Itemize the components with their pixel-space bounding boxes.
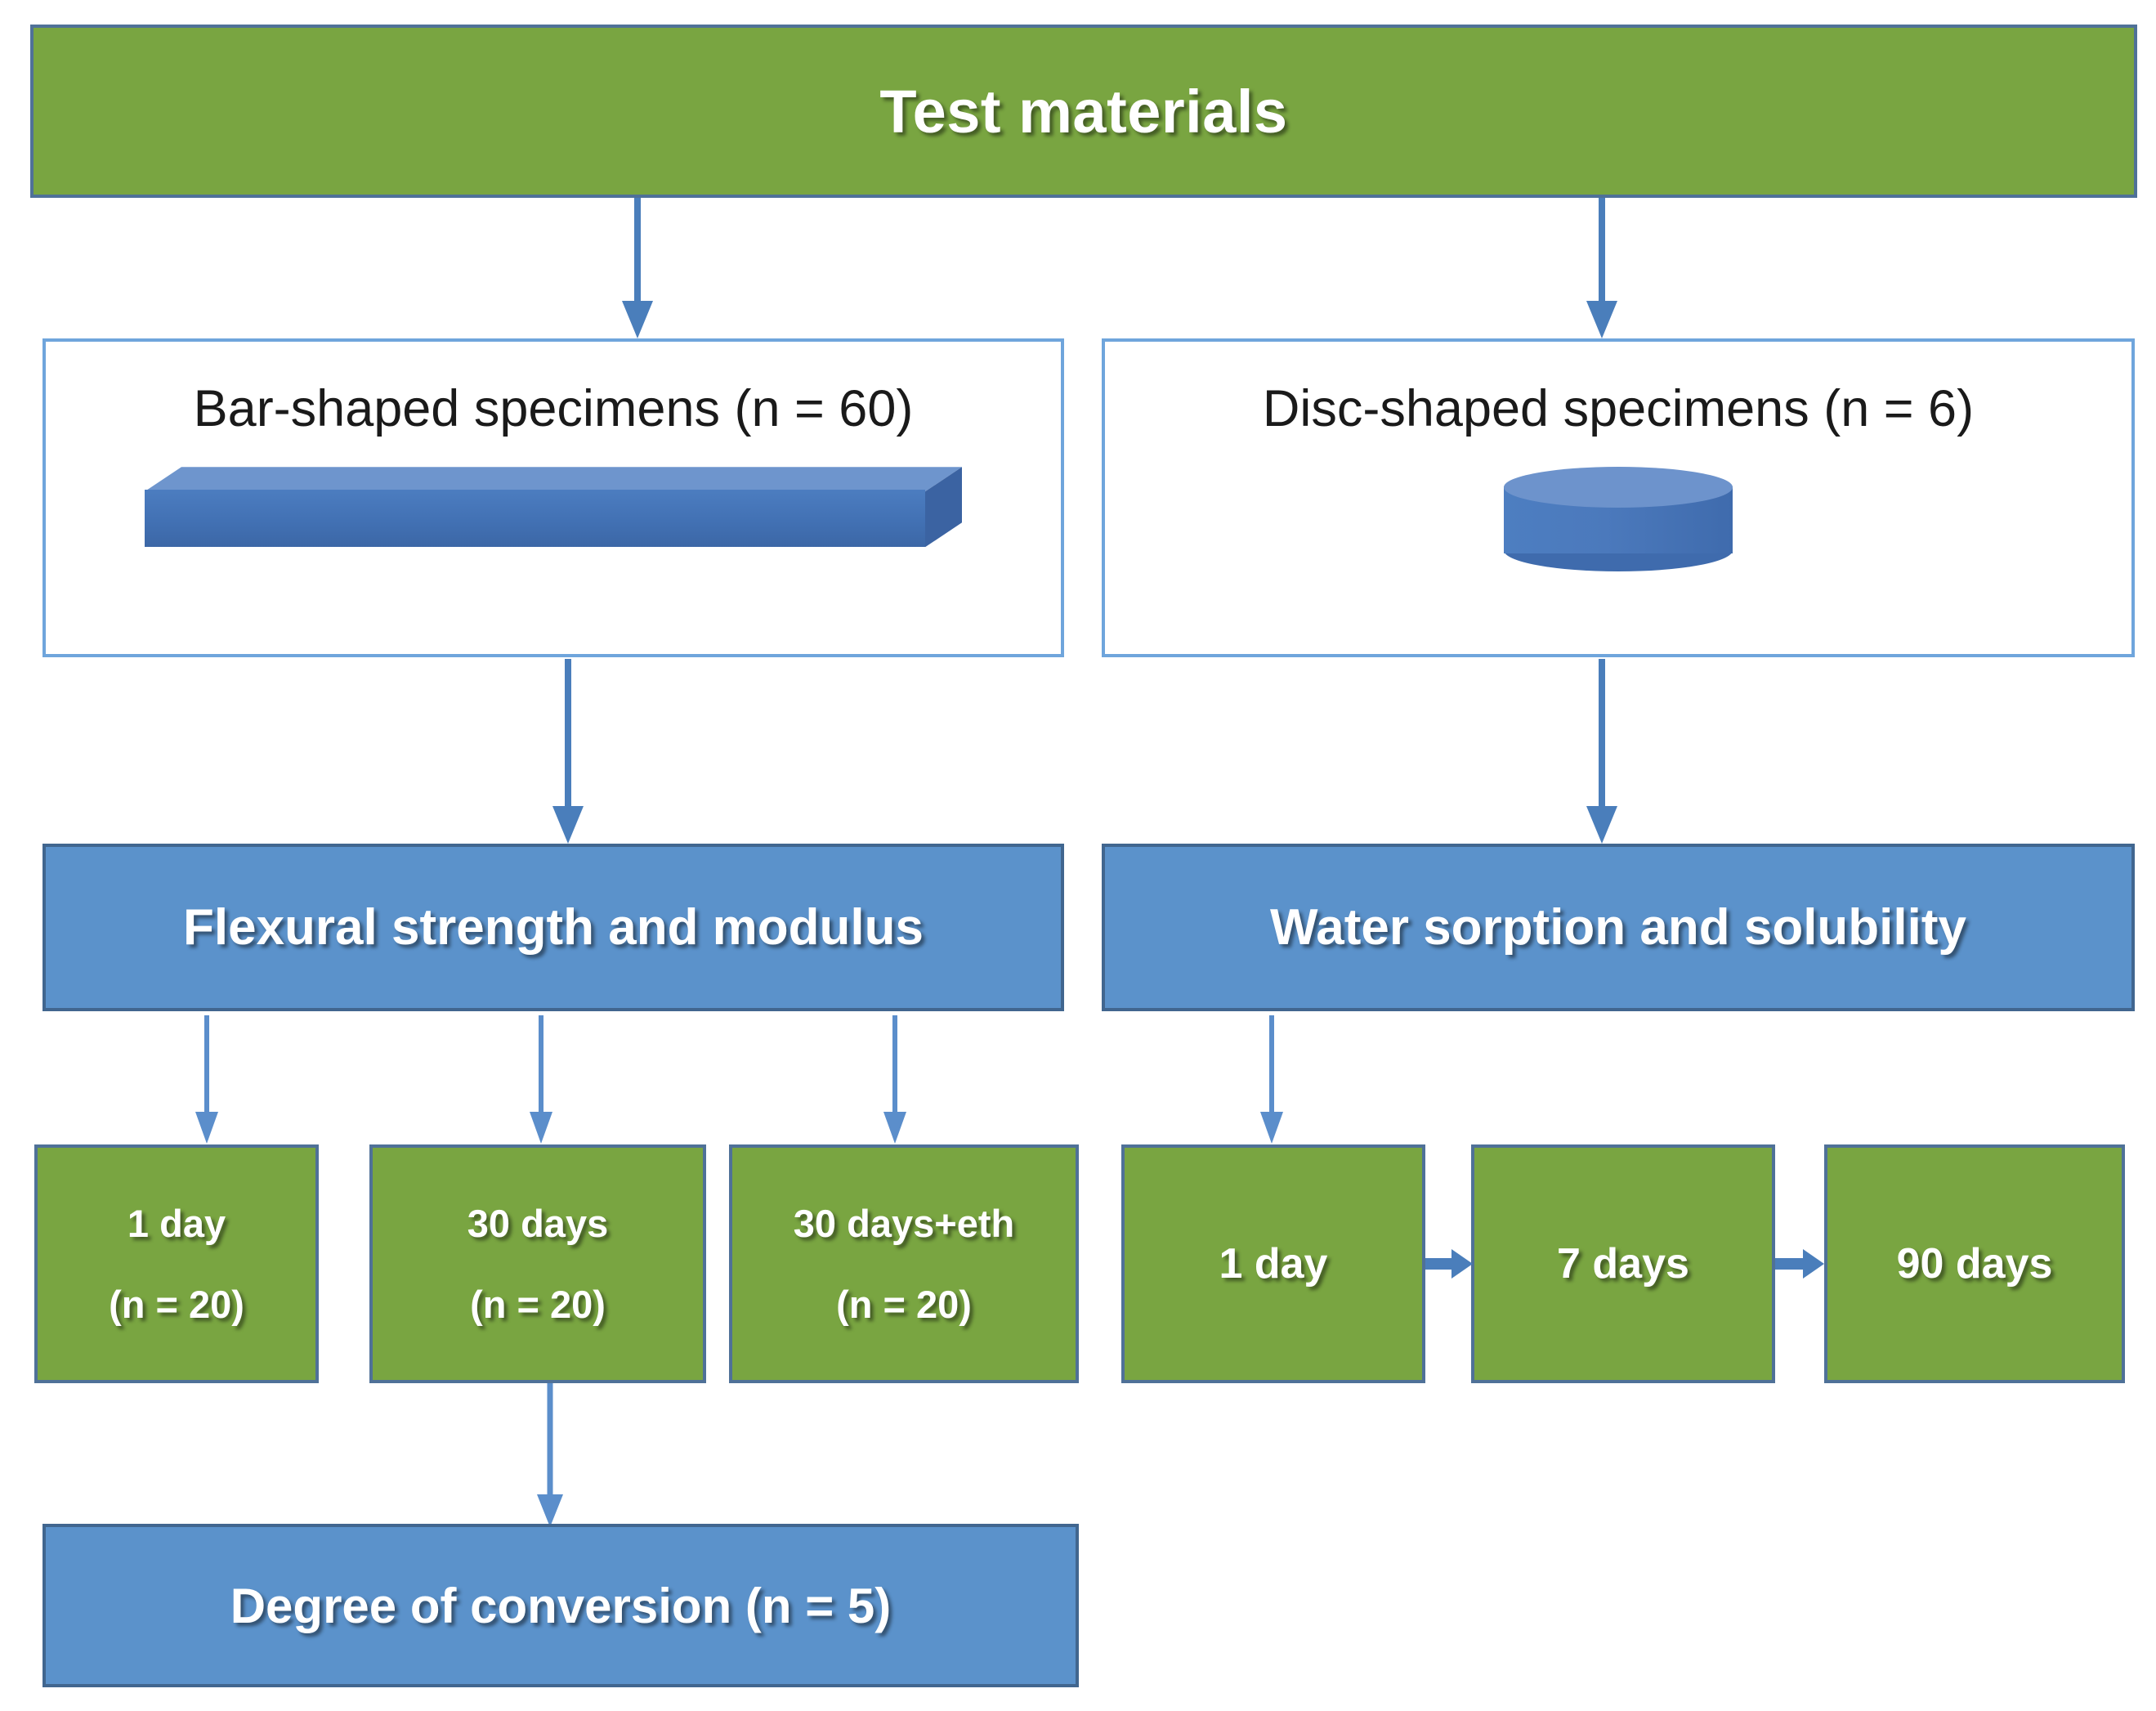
water-sorption-label: Water sorption and solubility — [1270, 899, 1966, 956]
arrow-flexural-to-1day — [191, 1015, 222, 1146]
node-sorption-timepoint-1-day: 1 day — [1121, 1144, 1425, 1383]
arrow-test-materials-to-disc — [1584, 198, 1620, 342]
arrow-water-sorption-to-1day — [1256, 1015, 1287, 1146]
degree-of-conversion-label: Degree of conversion (n = 5) — [230, 1578, 892, 1633]
timepoint-label-line1: 1 day — [127, 1202, 226, 1245]
node-disc-shaped-specimens: Disc-shaped specimens (n = 6) — [1102, 338, 2135, 657]
timepoint-label-line2: (n = 20) — [470, 1283, 606, 1326]
timepoint-label: 1 day — [1219, 1240, 1328, 1288]
node-sorption-timepoint-90-days: 90 days — [1824, 1144, 2125, 1383]
flexural-label: Flexural strength and modulus — [183, 899, 924, 956]
timepoint-label: 7 days — [1557, 1240, 1689, 1288]
node-flexural-strength-and-modulus: Flexural strength and modulus — [42, 844, 1064, 1011]
arrow-flexural-to-30days-eth — [879, 1015, 910, 1146]
disc-cylinder-icon — [1504, 467, 1733, 573]
arrow-disc-to-water-sorption — [1584, 659, 1620, 847]
disc-specimens-label: Disc-shaped specimens (n = 6) — [1262, 380, 1975, 437]
bar-specimens-label: Bar-shaped specimens (n = 60) — [193, 380, 914, 437]
arrow-bar-to-flexural — [550, 659, 586, 847]
arrow-30days-to-degree-of-conversion — [534, 1383, 566, 1530]
node-test-materials: Test materials — [30, 25, 2137, 198]
timepoint-label: 90 days — [1896, 1240, 2053, 1288]
timepoint-label-line1: 30 days+eth — [793, 1202, 1015, 1245]
arrow-1day-to-7days — [1425, 1241, 1474, 1287]
arrow-flexural-to-30days — [526, 1015, 557, 1146]
node-bar-shaped-specimens: Bar-shaped specimens (n = 60) — [42, 338, 1064, 657]
node-water-sorption-and-solubility: Water sorption and solubility — [1102, 844, 2135, 1011]
node-flexural-timepoint-1-day: 1 day (n = 20) — [34, 1144, 319, 1383]
arrow-test-materials-to-bar — [620, 198, 655, 342]
timepoint-label-line2: (n = 20) — [109, 1283, 244, 1326]
node-flexural-timepoint-30-days-eth: 30 days+eth (n = 20) — [729, 1144, 1079, 1383]
timepoint-label-line1: 30 days — [467, 1202, 609, 1245]
timepoint-label-line2: (n = 20) — [836, 1283, 972, 1326]
node-degree-of-conversion: Degree of conversion (n = 5) — [42, 1524, 1079, 1687]
arrow-7days-to-90days — [1775, 1241, 1826, 1287]
bar-prism-icon — [145, 467, 962, 557]
node-sorption-timepoint-7-days: 7 days — [1471, 1144, 1775, 1383]
node-test-materials-label: Test materials — [879, 77, 1288, 146]
node-flexural-timepoint-30-days: 30 days (n = 20) — [369, 1144, 706, 1383]
